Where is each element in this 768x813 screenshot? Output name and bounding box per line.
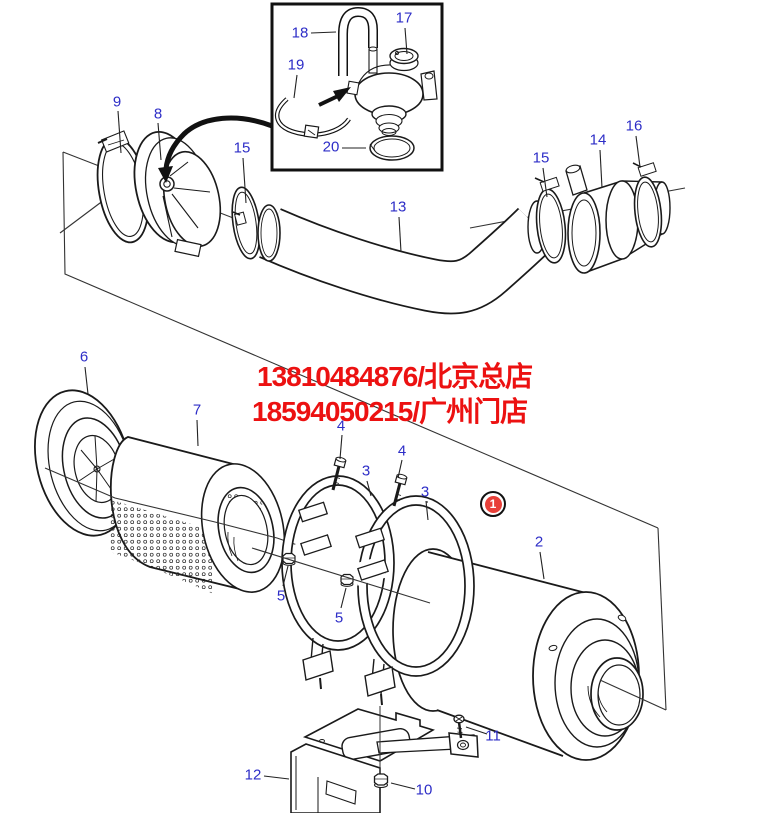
part-label-9: 9 <box>112 93 122 111</box>
part-2-housing <box>392 548 644 761</box>
part-8-end-cover <box>133 130 222 258</box>
detail-arrow <box>158 115 273 183</box>
part-20-clamp-ring <box>369 135 415 161</box>
part-label-13: 13 <box>389 198 407 216</box>
part-label-2: 2 <box>534 533 544 551</box>
part-3-clamp-band-left <box>281 475 395 690</box>
part-3-clamp-band-right <box>351 495 475 706</box>
part-4-bolt-right <box>392 473 408 507</box>
part-label-5-right: 5 <box>334 609 344 627</box>
part-label-3-right: 3 <box>420 483 430 501</box>
part-label-4-left: 4 <box>336 417 346 435</box>
part-label-18: 18 <box>291 24 309 42</box>
part-label-19: 19 <box>287 56 305 74</box>
part-label-3-left: 3 <box>361 462 371 480</box>
part-18-breather-hose <box>338 6 378 76</box>
construction-lines-front <box>251 527 667 711</box>
watermark-line-1: 13810484876/北京总店 <box>257 361 533 392</box>
part-16-clamp <box>632 162 663 248</box>
part-label-6: 6 <box>79 348 89 366</box>
watermark-line-2: 18594050215/广州门店 <box>252 396 528 427</box>
inset-detail-box <box>270 2 444 172</box>
part-15-clamp-right <box>534 176 567 264</box>
part-label-11: 11 <box>485 727 501 745</box>
part-4-bolt-left <box>331 456 347 491</box>
part-19-strap <box>274 97 351 139</box>
part-label-12: 12 <box>244 766 262 784</box>
part-label-7: 7 <box>192 401 202 419</box>
part-label-8: 8 <box>153 105 163 123</box>
part-11-screw <box>453 714 465 739</box>
part-12-bracket <box>290 708 479 813</box>
leader-lines <box>84 27 641 790</box>
part-label-20: 20 <box>322 138 340 156</box>
part-10-nut <box>373 773 389 788</box>
part-label-4-right: 4 <box>397 442 407 460</box>
part-callout-1: 1 <box>480 491 506 517</box>
inset-arrow-icon <box>318 87 351 107</box>
part-label-10: 10 <box>415 781 433 799</box>
part-label-5-left: 5 <box>276 587 286 605</box>
part-7-filter-element <box>108 436 286 594</box>
part-17-breather-valve <box>346 46 438 136</box>
part-callout-1-number: 1 <box>484 495 502 513</box>
part-label-15-left: 15 <box>233 139 251 157</box>
part-label-16: 16 <box>625 117 643 135</box>
part-label-17: 17 <box>395 9 413 27</box>
part-label-15-right: 15 <box>532 149 550 167</box>
part-label-14: 14 <box>589 131 607 149</box>
